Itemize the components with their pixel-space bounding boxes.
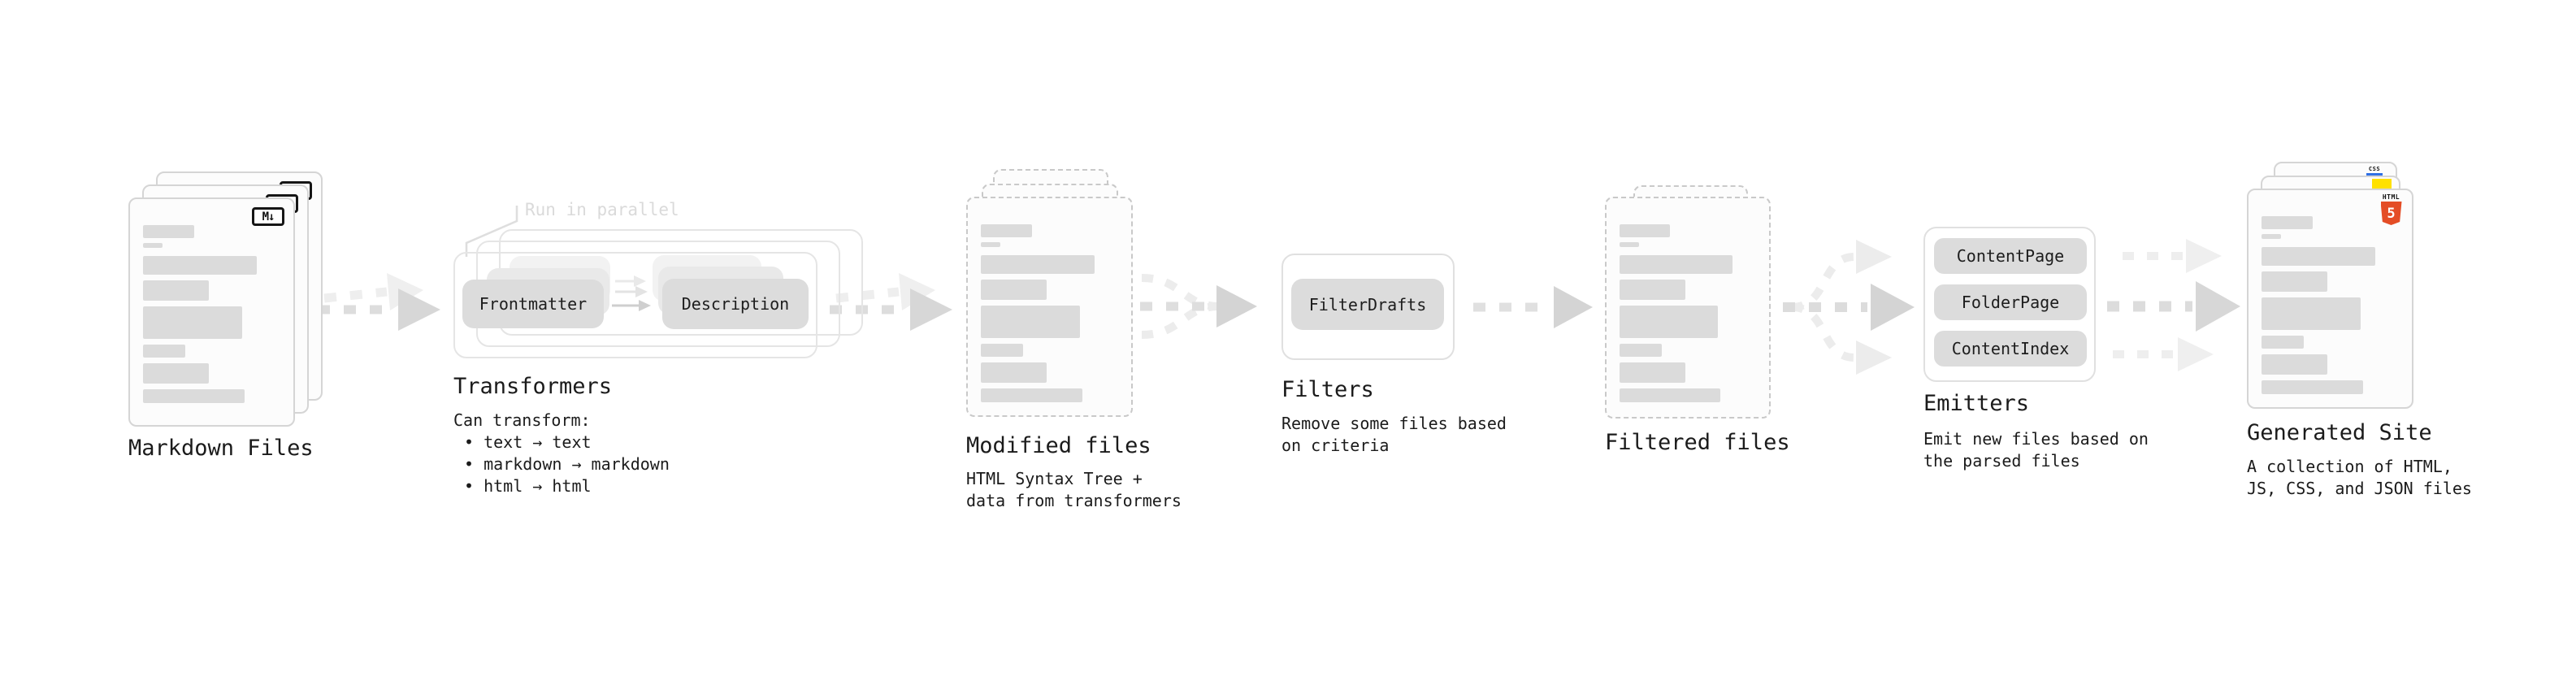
skeleton-line (981, 255, 1095, 274)
skeleton-line (981, 388, 1083, 402)
skeleton-line (1620, 306, 1718, 338)
arrow-markdown-to-transformers (318, 273, 440, 331)
modified-files-description: HTML Syntax Tree + data from transformer… (966, 468, 1182, 512)
filtered-file-card (1605, 197, 1771, 419)
run-in-parallel-note: Run in parallel (525, 200, 679, 219)
emitters-description: Emit new files based on the parsed files (1923, 428, 2149, 472)
body-line: • markdown → markdown (464, 454, 670, 474)
js-icon (2372, 179, 2392, 189)
html5-icon: HTML 5 (2380, 193, 2402, 225)
skeleton-line (981, 224, 1032, 237)
filters-label: Filters (1281, 377, 1374, 402)
skeleton-line (2262, 247, 2376, 266)
markdown-icon: M↓ (252, 207, 284, 226)
arrow-filtered-to-emitters (1783, 240, 1915, 375)
skeleton-line (1620, 362, 1685, 383)
html5-icon-shield: 5 (2380, 202, 2402, 225)
skeleton-line (2262, 336, 2305, 349)
transformers-description: Can transform: • text → text • markdown … (453, 410, 670, 497)
description-pill: Description (662, 279, 809, 329)
modified-files-label: Modified files (966, 433, 1151, 458)
transformer-container (453, 252, 817, 358)
skeleton-line (981, 242, 1000, 247)
file-content-skeleton (143, 225, 280, 403)
skeleton-line (981, 280, 1047, 300)
skeleton-line (143, 363, 210, 384)
skeleton-line (2262, 380, 2364, 394)
body-line: • html → html (464, 476, 592, 496)
skeleton-line (981, 306, 1080, 338)
body-line: on criteria (1281, 436, 1390, 455)
body-line: data from transformers (966, 491, 1182, 510)
body-line: Can transform: (453, 410, 591, 430)
skeleton-line (2262, 297, 2361, 330)
css-icon-bar (2366, 173, 2383, 176)
markdown-files-label: Markdown Files (128, 436, 314, 461)
file-content-skeleton (1620, 224, 1756, 402)
filtered-files-label: Filtered files (1605, 430, 1790, 455)
skeleton-line (2262, 216, 2313, 229)
skeleton-line (143, 306, 242, 339)
skeleton-line (143, 389, 245, 403)
skeleton-line (1620, 344, 1663, 357)
skeleton-line (2262, 354, 2328, 375)
skeleton-line (1620, 224, 1671, 237)
skeleton-line (2262, 234, 2281, 239)
folderpage-pill: FolderPage (1934, 284, 2087, 320)
body-line: the parsed files (1923, 451, 2080, 471)
markdown-file-card: M↓ (128, 197, 295, 427)
skeleton-line (1620, 255, 1733, 274)
html5-icon-word: HTML (2382, 193, 2400, 201)
filters-description: Remove some files based on criteria (1281, 413, 1507, 457)
contentpage-pill: ContentPage (1934, 238, 2087, 274)
emitters-label: Emitters (1923, 391, 2030, 416)
body-line: • text → text (464, 432, 592, 452)
frontmatter-pill: Frontmatter (462, 280, 604, 328)
css-icon-word: CSS (2368, 166, 2381, 172)
skeleton-line (143, 280, 210, 301)
body-line: JS, CSS, and JSON files (2247, 479, 2472, 498)
contentindex-pill: ContentIndex (1934, 331, 2087, 367)
file-content-skeleton (981, 224, 1118, 402)
skeleton-line (143, 225, 194, 238)
skeleton-line (143, 256, 258, 275)
site-file-card-html: HTML 5 (2247, 189, 2413, 409)
body-line: HTML Syntax Tree + (966, 469, 1143, 488)
skeleton-line (1620, 242, 1639, 247)
body-line: A collection of HTML, (2247, 457, 2452, 476)
arrow-filters-to-filtered (1473, 286, 1593, 328)
generated-site-label: Generated Site (2247, 420, 2432, 445)
skeleton-line (2262, 271, 2328, 292)
body-line: Remove some files based (1281, 414, 1507, 433)
transformers-label: Transformers (453, 374, 613, 399)
css-icon: CSS (2366, 167, 2383, 176)
arrow-emitters-to-site (2107, 239, 2240, 371)
html5-icon-number: 5 (2387, 205, 2396, 222)
file-content-skeleton (2262, 216, 2399, 394)
skeleton-line (981, 362, 1047, 383)
skeleton-line (1620, 388, 1721, 402)
skeleton-line (981, 344, 1024, 357)
generated-site-description: A collection of HTML, JS, CSS, and JSON … (2247, 456, 2472, 500)
filterdrafts-pill: FilterDrafts (1291, 279, 1444, 330)
skeleton-line (1620, 280, 1685, 300)
arrow-modified-to-filters (1140, 274, 1257, 339)
skeleton-line (143, 345, 186, 358)
modified-file-card (966, 197, 1133, 417)
skeleton-line (143, 243, 163, 248)
body-line: Emit new files based on (1923, 429, 2149, 449)
